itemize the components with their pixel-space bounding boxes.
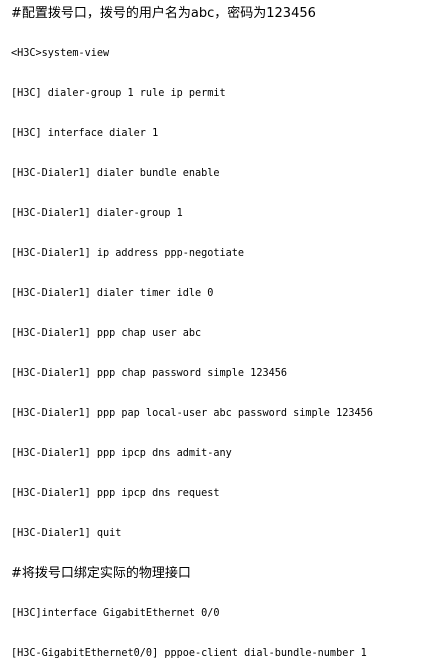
section-heading-dialer-config: #配置拨号口，拨号的用户名为abc，密码为123456 bbox=[11, 6, 316, 21]
command-line: <H3C>system-view bbox=[11, 48, 110, 59]
command-line: [H3C] interface dialer 1 bbox=[11, 128, 159, 139]
command-line: [H3C-Dialer1] ppp ipcp dns admit-any bbox=[11, 448, 232, 459]
command-line: [H3C]interface GigabitEthernet 0/0 bbox=[11, 608, 220, 619]
command-line: [H3C-Dialer1] ppp pap local-user abc pas… bbox=[11, 408, 373, 419]
section-heading-bind-interface: #将拨号口绑定实际的物理接口 bbox=[11, 566, 191, 581]
command-line: [H3C-Dialer1] ppp chap user abc bbox=[11, 328, 202, 339]
command-line: [H3C-Dialer1] dialer-group 1 bbox=[11, 208, 183, 219]
command-line: [H3C-Dialer1] dialer bundle enable bbox=[11, 168, 220, 179]
command-line: [H3C] dialer-group 1 rule ip permit bbox=[11, 88, 226, 99]
command-line: [H3C-GigabitEthernet0/0] pppoe-client di… bbox=[11, 648, 367, 659]
command-line: [H3C-Dialer1] ppp chap password simple 1… bbox=[11, 368, 288, 379]
command-line: [H3C-Dialer1] dialer timer idle 0 bbox=[11, 288, 214, 299]
command-line: [H3C-Dialer1] ip address ppp-negotiate bbox=[11, 248, 245, 259]
command-line: [H3C-Dialer1] quit bbox=[11, 528, 122, 539]
command-line: [H3C-Dialer1] ppp ipcp dns request bbox=[11, 488, 220, 499]
